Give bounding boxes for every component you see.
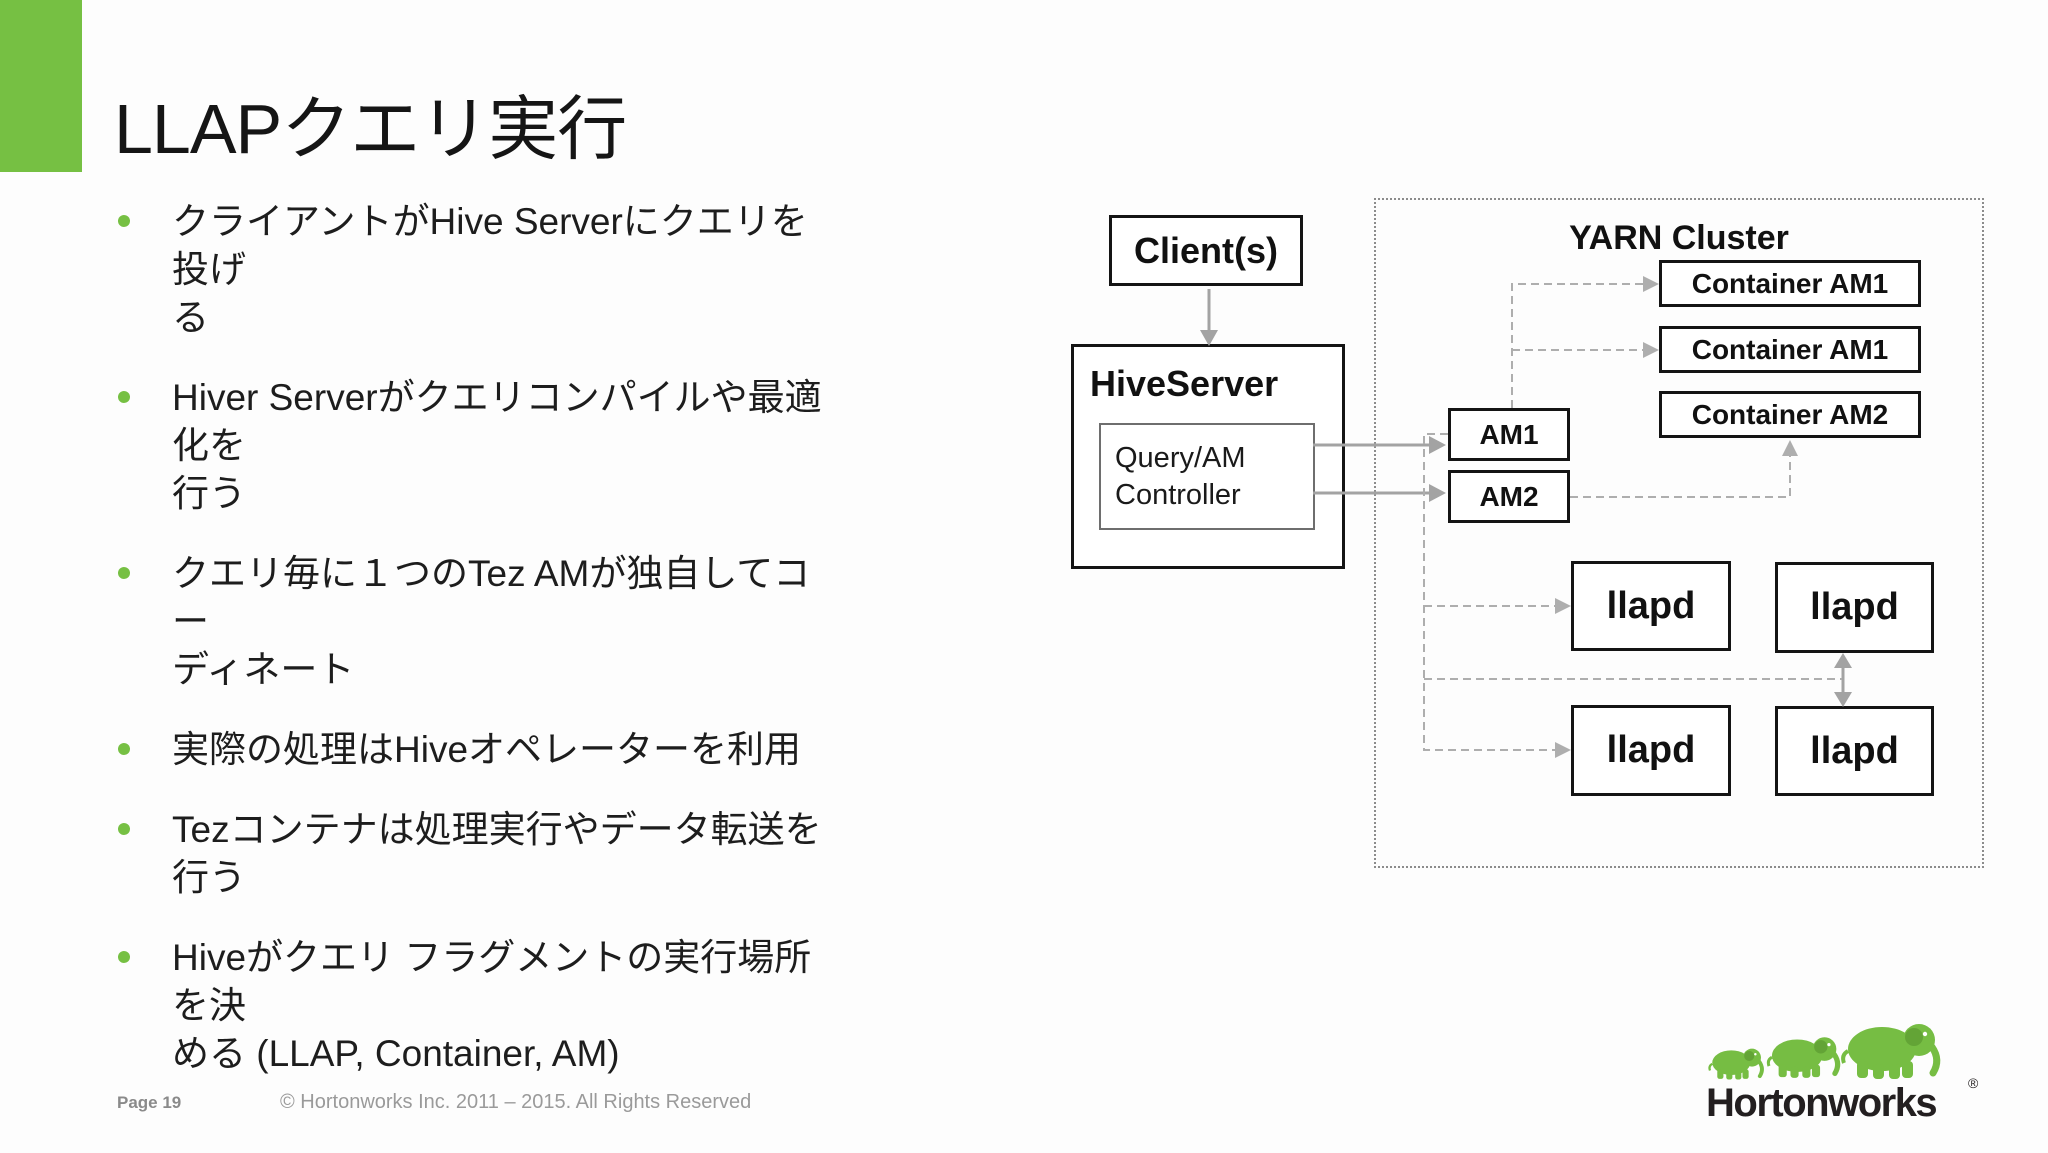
bullet-text: Tezコンテナは処理実行やデータ転送を行う — [172, 809, 822, 898]
list-item: Hiver Serverがクエリコンパイルや最適化を 行う — [118, 374, 838, 518]
footer-copyright: © Hortonworks Inc. 2011 – 2015. All Righ… — [280, 1091, 752, 1113]
elephant-icon — [1707, 1024, 1936, 1079]
bullet-icon — [118, 743, 130, 755]
logo-wordmark: Hortonworks — [1706, 1081, 1936, 1122]
list-item: クエリ毎に１つのTez AMが独自してコー ディネート — [118, 550, 838, 694]
am2-box: AM2 — [1448, 470, 1570, 523]
bullet-icon — [118, 215, 130, 227]
llapd-box: llapd — [1571, 705, 1731, 796]
client-box: Client(s) — [1109, 215, 1303, 286]
page-title: LLAPクエリ実行 — [114, 89, 627, 168]
query-am-controller-box: Query/AM Controller — [1099, 423, 1315, 530]
hiveserver-box: HiveServer Query/AM Controller — [1071, 344, 1345, 569]
am1-box: AM1 — [1448, 408, 1570, 461]
llapd-box: llapd — [1571, 561, 1731, 651]
list-item: Tezコンテナは処理実行やデータ転送を行う — [118, 806, 838, 902]
llapd-box: llapd — [1775, 562, 1934, 653]
list-item: クライアントがHive Serverにクエリを投げ る — [118, 198, 838, 342]
bullet-text: クエリ毎に１つのTez AMが独自してコー ディネート — [172, 553, 811, 690]
bullet-icon — [118, 823, 130, 835]
hiveserver-label: HiveServer — [1090, 363, 1279, 404]
bullet-icon — [118, 567, 130, 579]
bullet-list: クライアントがHive Serverにクエリを投げ る Hiver Server… — [118, 198, 838, 1110]
list-item: 実際の処理はHiveオペレーターを利用 — [118, 726, 838, 774]
bullet-icon — [118, 951, 130, 963]
container-am1-box: Container AM1 — [1659, 260, 1921, 307]
yarn-cluster-boundary — [1374, 198, 1984, 868]
footer-page-number: Page 19 — [117, 1093, 182, 1112]
yarn-cluster-title: YARN Cluster — [1569, 219, 1789, 257]
green-accent-bar — [0, 0, 82, 172]
registered-mark: ® — [1968, 1075, 1979, 1091]
bullet-text: 実際の処理はHiveオペレーターを利用 — [172, 729, 802, 770]
bullet-text: Hiveがクエリ フラグメントの実行場所を決 める (LLAP, Contain… — [172, 937, 812, 1074]
bullet-icon — [118, 391, 130, 403]
hortonworks-logo: Hortonworks ® — [1706, 1020, 1979, 1122]
list-item: Hiveがクエリ フラグメントの実行場所を決 める (LLAP, Contain… — [118, 934, 838, 1078]
container-am2-box: Container AM2 — [1659, 391, 1921, 438]
bullet-text: Hiver Serverがクエリコンパイルや最適化を 行う — [172, 377, 822, 514]
bullet-text: クライアントがHive Serverにクエリを投げ る — [172, 201, 808, 338]
llapd-box: llapd — [1775, 706, 1934, 796]
container-am1-box: Container AM1 — [1659, 326, 1921, 373]
